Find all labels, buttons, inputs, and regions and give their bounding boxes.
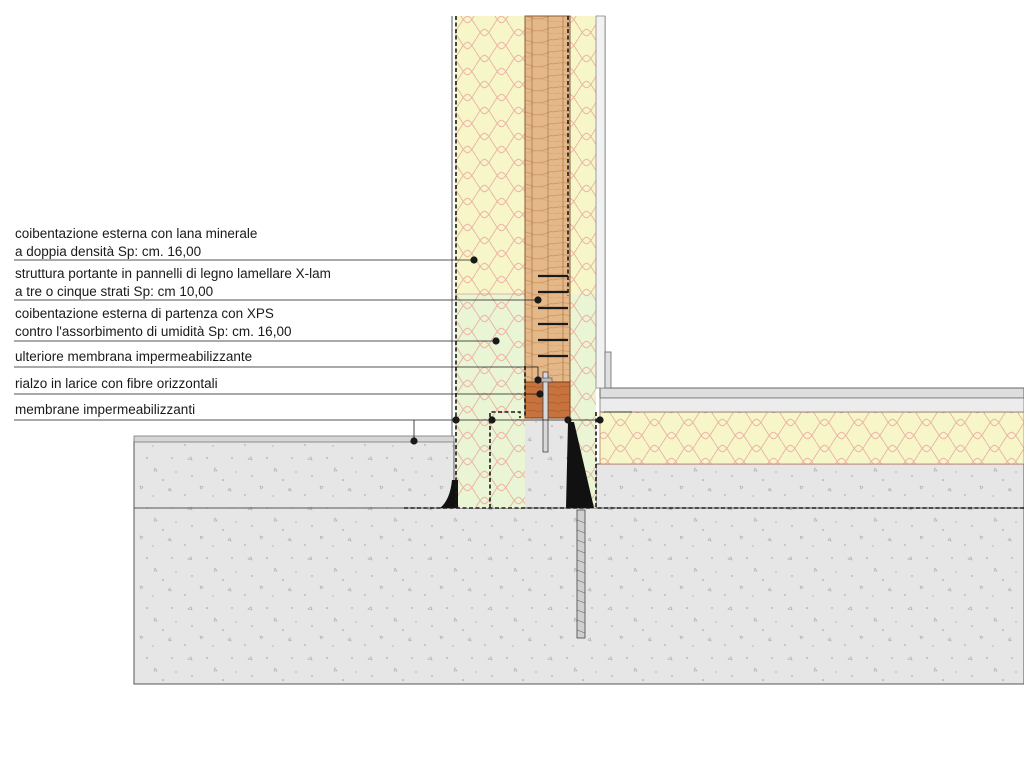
label-xps-line-1: coibentazione esterna di partenza con XP… [15, 306, 274, 321]
sealant-fillet-interior [566, 422, 594, 508]
label-larch-sill: rialzo in larice con fibre orizzontali [15, 376, 218, 391]
exterior-paving-strip [133, 435, 455, 443]
inner-wall-board [595, 15, 606, 389]
label-xps-line-2: contro l'assorbimento di umidità Sp: cm.… [15, 324, 291, 339]
label-xlam-line-1: struttura portante in pannelli di legno … [15, 266, 331, 281]
xps-insulation [455, 294, 525, 508]
interior-screed [595, 463, 1024, 509]
floor-screed-layer [599, 397, 1024, 413]
exterior-ground [133, 440, 455, 509]
label-mineral-wool-line-1: coibentazione esterna con lana minerale [15, 226, 257, 241]
inner-insulation [570, 16, 596, 294]
sealant-fillet-exterior [440, 480, 458, 508]
anchor-bolt-upper [542, 371, 549, 453]
exterior-mineral-wool [455, 16, 525, 294]
label-membranes: membrane impermeabilizzanti [15, 402, 195, 417]
anchor-rod [576, 509, 586, 639]
leader-lines [14, 256, 604, 445]
annotation-labels: coibentazione esterna con lana minerale … [15, 226, 331, 417]
label-extra-membrane: ulteriore membrana impermeabilizzante [15, 349, 252, 364]
skirting [604, 351, 612, 389]
floor-finish [599, 387, 1024, 399]
label-mineral-wool-line-2: a doppia densità Sp: cm. 16,00 [15, 244, 201, 259]
screws [538, 274, 568, 358]
floor-insulation [599, 411, 1024, 465]
label-xlam-line-2: a tre o cinque strati Sp: cm 10,00 [15, 284, 213, 299]
membranes-dashed [404, 16, 1024, 509]
